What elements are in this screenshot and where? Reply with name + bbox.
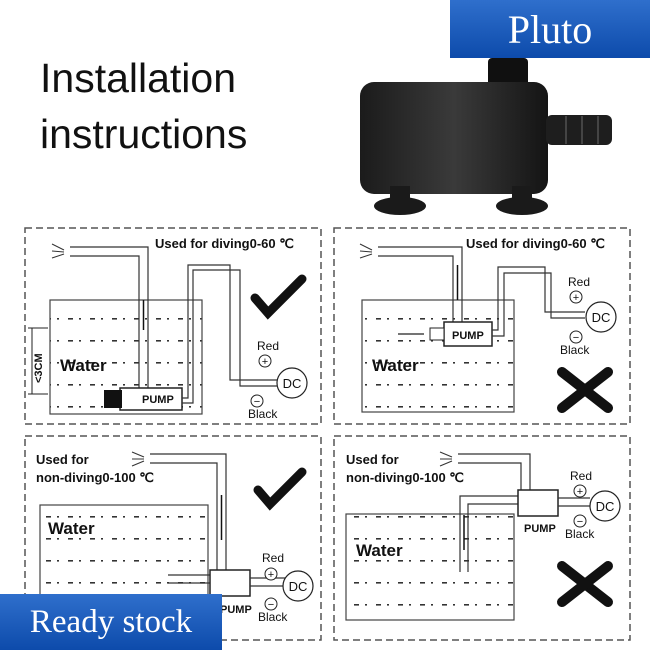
- ready-stock-badge: Ready stock: [0, 594, 222, 650]
- svg-text:−: −: [254, 396, 260, 408]
- svg-text:−: −: [268, 599, 274, 611]
- panel-3-dc-icon: [282, 570, 314, 602]
- panel-2-cross-icon: [557, 367, 613, 413]
- panel-2-plus-icon: [569, 290, 583, 304]
- panel-2-minus-icon: [569, 330, 583, 344]
- panel-4-black-label: Black: [565, 527, 595, 541]
- panel-4-dc-label: DC: [596, 499, 615, 514]
- panel-frame-2: [333, 227, 631, 425]
- panel-4-dc-icon: [589, 490, 621, 522]
- panel-1-check-icon: [250, 274, 307, 320]
- panel-frame-3: [24, 435, 322, 641]
- panel-2-caption: Used for diving0-60 ℃: [466, 236, 605, 251]
- title-line-2: instructions: [40, 111, 248, 157]
- panel-1-depth-label: <3CM: [33, 353, 45, 383]
- panel-1-red-label: Red: [257, 339, 279, 353]
- panel-4-cross-icon: [557, 561, 613, 607]
- panel-2-water-label: Water: [372, 356, 419, 375]
- panel-4-caption-line2: non-diving0-100 ℃: [346, 470, 464, 485]
- panel-1-minus-icon: [250, 394, 264, 408]
- panel-1-dc-label: DC: [283, 376, 302, 391]
- panel-4-pump: [517, 489, 559, 517]
- panel-1-pump-label: PUMP: [142, 394, 174, 406]
- panel-3-caption-line2: non-diving0-100 ℃: [36, 470, 154, 485]
- panel-3-check-icon: [253, 467, 307, 511]
- panel-4-plus-icon: [573, 484, 587, 498]
- panel-4-caption-line1: Used for: [346, 452, 399, 467]
- panel-1-caption: Used for diving0-60 ℃: [155, 236, 294, 251]
- panel-3-pump-label: PUMP: [220, 604, 252, 616]
- panel-4-red-label: Red: [570, 469, 592, 483]
- brand-logo: Pluto: [450, 0, 650, 58]
- panel-4: Used for non-diving0-100 ℃ Water PUMP Re…: [345, 451, 621, 621]
- panel-frame-4: [333, 435, 631, 641]
- page-title: Installation instructions: [40, 50, 247, 162]
- svg-text:−: −: [573, 332, 579, 344]
- svg-text:+: +: [573, 292, 579, 304]
- panel-1: Used for diving0-60 ℃ PUMP Water <3CM Re…: [28, 236, 308, 421]
- panel-4-tank: [345, 513, 515, 621]
- title-line-1: Installation: [40, 55, 237, 101]
- svg-text:+: +: [262, 356, 268, 368]
- panel-2-dc-label: DC: [592, 310, 611, 325]
- panel-3-water-label: Water: [48, 519, 95, 538]
- svg-text:+: +: [268, 569, 274, 581]
- panel-1-water-label: Water: [60, 356, 107, 375]
- panel-3-minus-icon: [264, 597, 278, 611]
- panel-2-black-label: Black: [560, 343, 590, 357]
- svg-text:−: −: [577, 516, 583, 528]
- panel-2-tank: [361, 299, 515, 413]
- panel-2-pump-label: PUMP: [452, 330, 484, 342]
- panel-3-caption-line1: Used for: [36, 452, 89, 467]
- panel-1-dc-icon: [276, 367, 308, 399]
- panel-3-pump: [209, 569, 251, 597]
- panel-1-black-label: Black: [248, 407, 278, 421]
- panel-3-plus-icon: [264, 567, 278, 581]
- panel-4-water-label: Water: [356, 541, 403, 560]
- panel-2-dc-icon: [585, 301, 617, 333]
- panel-1-plus-icon: [258, 354, 272, 368]
- panel-2-red-label: Red: [568, 275, 590, 289]
- pump-photo: [360, 58, 612, 215]
- svg-text:+: +: [577, 486, 583, 498]
- panel-3-black-label: Black: [258, 610, 288, 624]
- panel-2: Used for diving0-60 ℃ PUMP Water Red + D…: [359, 236, 617, 413]
- panel-3-red-label: Red: [262, 551, 284, 565]
- panel-4-pump-label: PUMP: [524, 523, 556, 535]
- panel-2-pump: [443, 321, 493, 347]
- panel-frame-1: [24, 227, 322, 425]
- panel-4-minus-icon: [573, 514, 587, 528]
- panel-3-dc-label: DC: [289, 579, 308, 594]
